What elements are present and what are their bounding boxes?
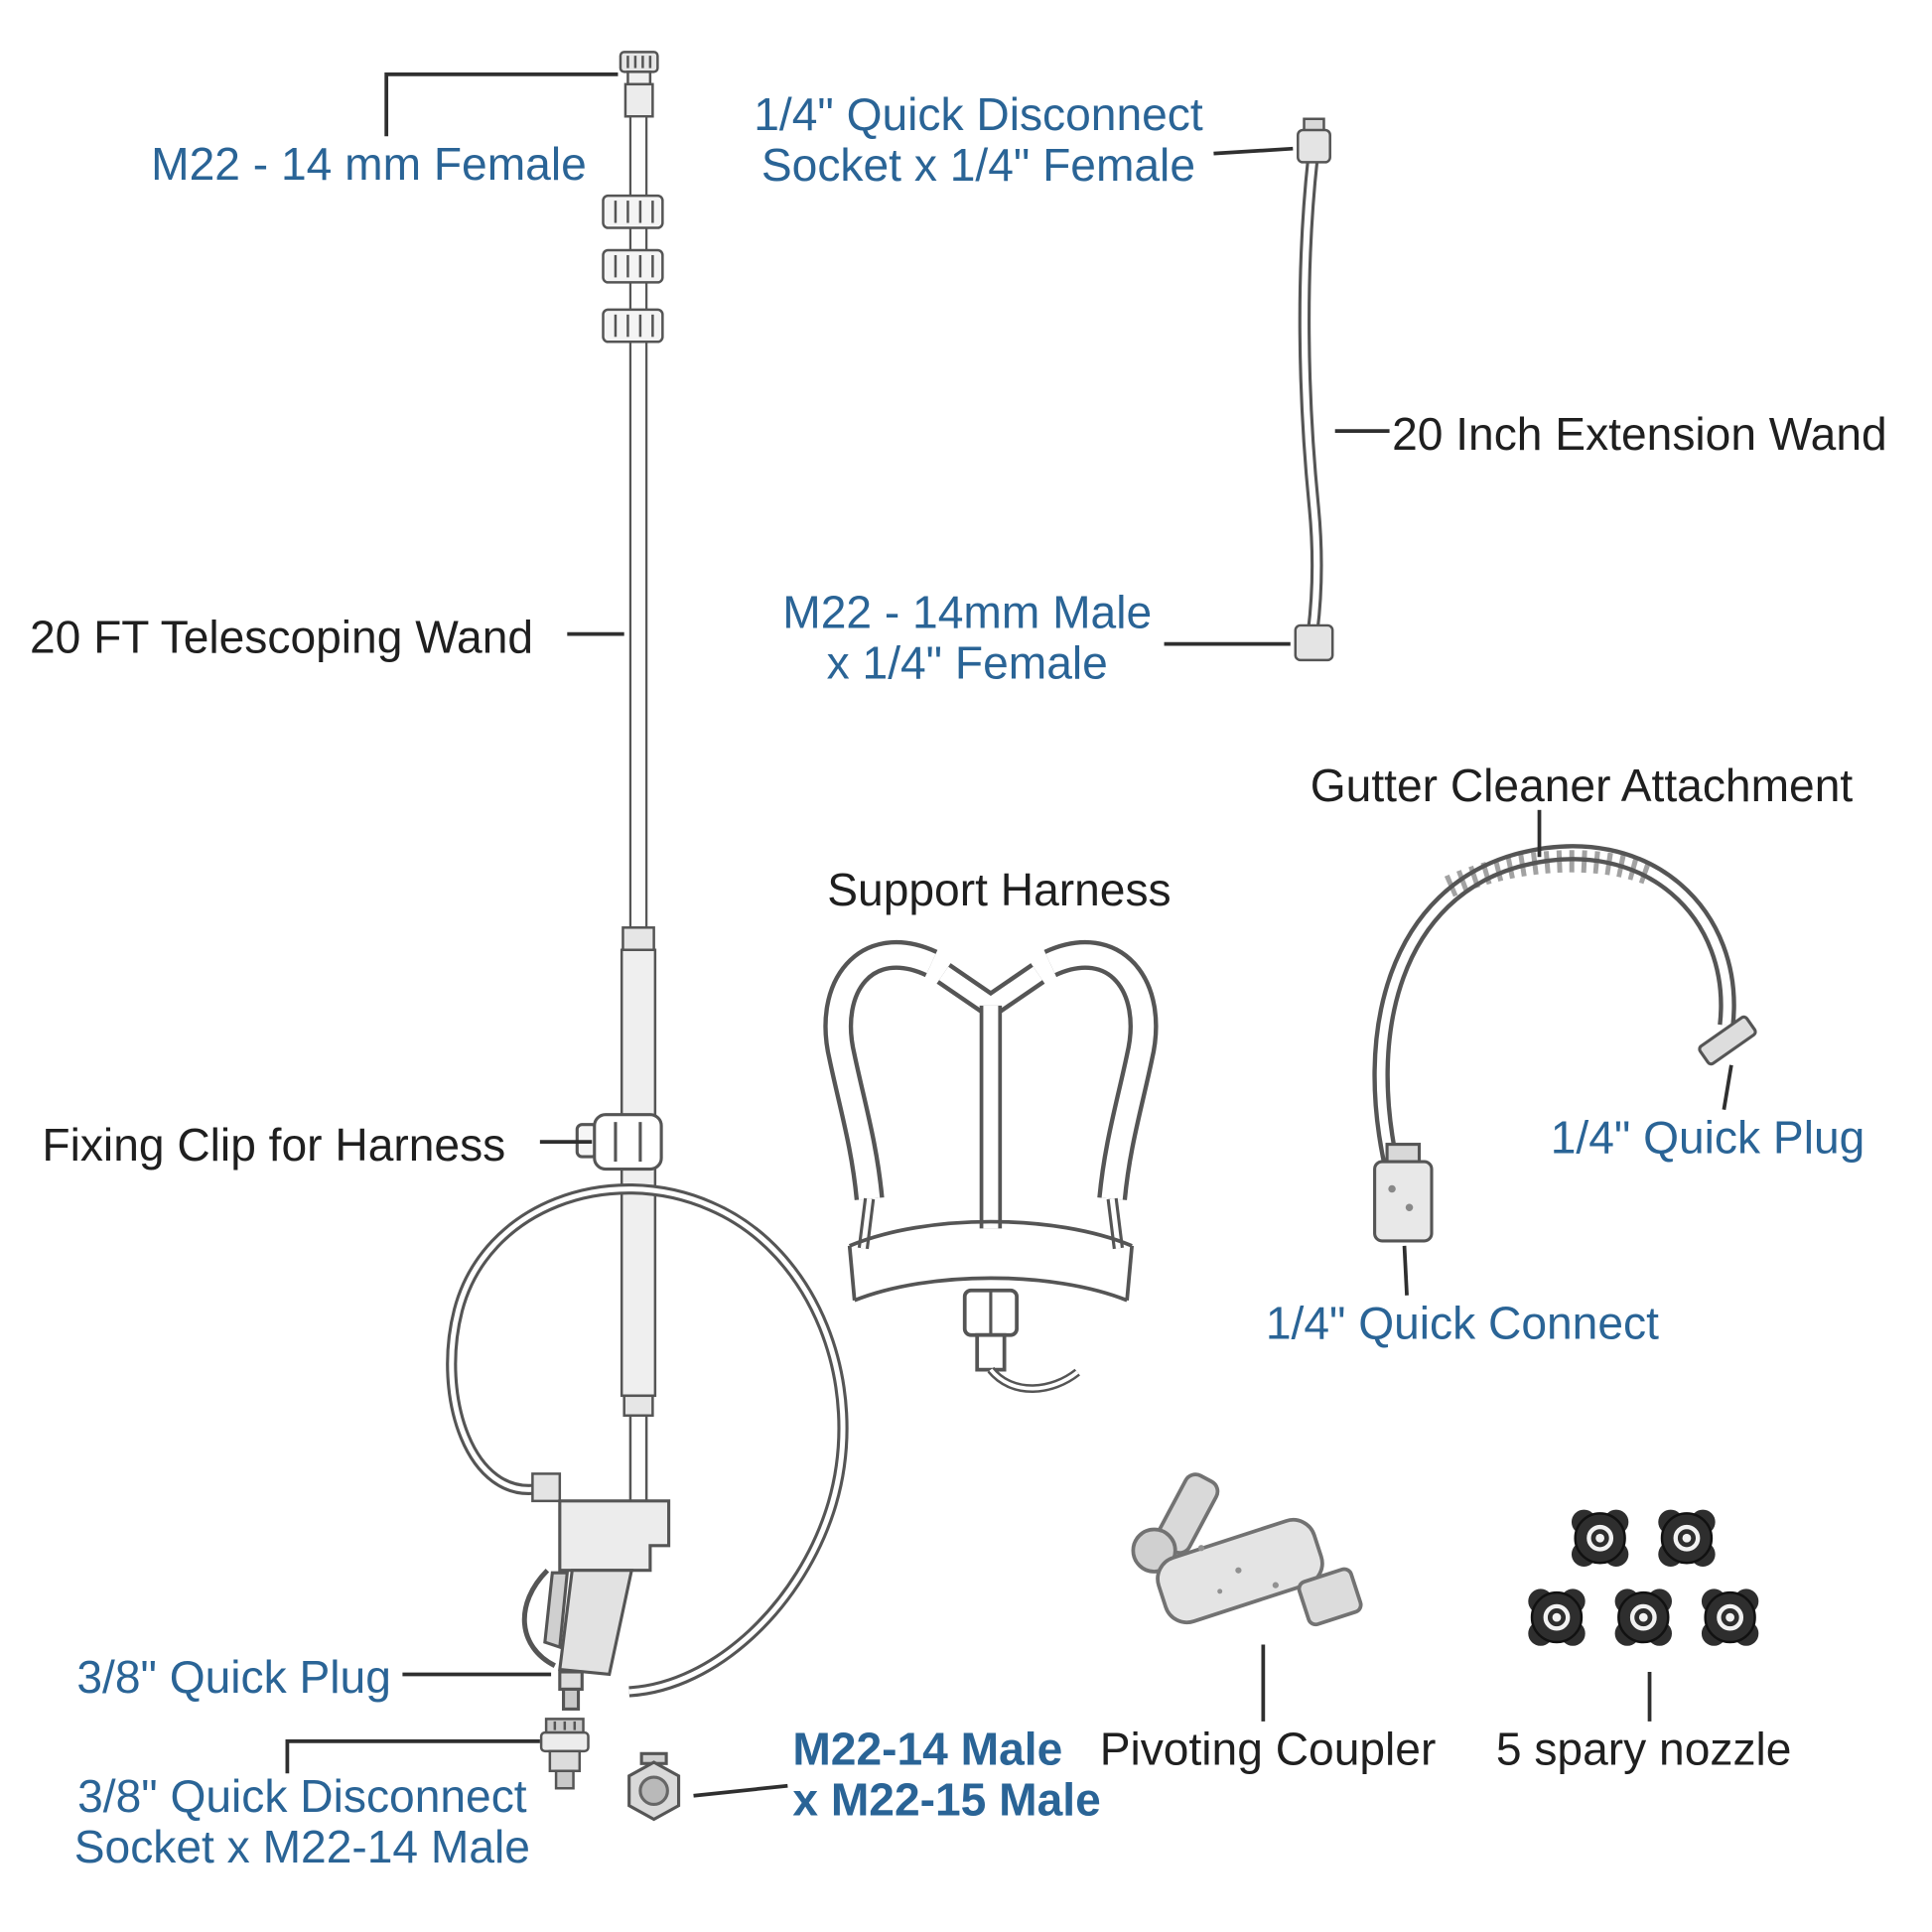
telescoping-wand-drawing bbox=[602, 51, 664, 1510]
label-telescoping-wand: 20 FT Telescoping Wand bbox=[29, 612, 534, 663]
pivoting-coupler-drawing bbox=[1131, 1472, 1363, 1627]
quarter-quick-connect-drawing bbox=[1373, 1143, 1434, 1243]
label-three-eighth-qd-socket: 3/8" Quick Disconnect Socket x M22-14 Ma… bbox=[65, 1771, 540, 1873]
support-harness-drawing bbox=[823, 939, 1159, 1393]
three-eighth-socket-drawing bbox=[539, 1718, 590, 1790]
label-quarter-quick-connect: 1/4" Quick Connect bbox=[1265, 1298, 1659, 1349]
label-pivoting-coupler: Pivoting Coupler bbox=[1099, 1724, 1437, 1775]
m22-adapter-drawing bbox=[627, 1751, 681, 1822]
label-three-eighth-quick-plug: 3/8" Quick Plug bbox=[76, 1652, 391, 1704]
label-m22-14mm-female: M22 - 14 mm Female bbox=[151, 138, 587, 190]
label-line: x M22-15 Male bbox=[792, 1775, 1101, 1827]
label-m22-14-x-m22-15: M22-14 Male x M22-15 Male bbox=[792, 1724, 1100, 1826]
wand-clip-icon bbox=[602, 308, 664, 344]
quarter-quick-plug-drawing bbox=[1698, 1015, 1757, 1066]
label-line: x 1/4" Female bbox=[826, 637, 1108, 690]
label-line: Socket x M22-14 Male bbox=[73, 1822, 530, 1873]
spray-nozzles-drawing bbox=[1528, 1510, 1758, 1646]
label-m22-male-quarter-female: M22 - 14mm Male x 1/4" Female bbox=[770, 587, 1165, 689]
label-line: 3/8" Quick Disconnect bbox=[77, 1770, 527, 1822]
label-extension-wand: 20 Inch Extension Wand bbox=[1392, 408, 1887, 460]
label-line: M22 - 14mm Male bbox=[782, 587, 1153, 638]
label-quarter-qd-socket: 1/4" Quick Disconnect Socket x 1/4" Fema… bbox=[741, 89, 1216, 192]
gutter-cleaner-drawing bbox=[1372, 844, 1757, 1243]
spray-gun-drawing bbox=[521, 1499, 671, 1711]
label-line: M22-14 Male bbox=[792, 1724, 1063, 1775]
hose-drawing bbox=[446, 1183, 849, 1698]
fixing-clip-drawing bbox=[575, 1113, 663, 1172]
extension-wand-drawing bbox=[1294, 117, 1334, 662]
label-quarter-quick-plug: 1/4" Quick Plug bbox=[1550, 1112, 1865, 1164]
leader-lines bbox=[285, 71, 1733, 1798]
label-spray-nozzles: 5 spary nozzle bbox=[1495, 1724, 1792, 1775]
wand-clip-icon bbox=[602, 248, 664, 284]
wand-clip-icon bbox=[602, 194, 664, 229]
label-line: Socket x 1/4" Female bbox=[760, 140, 1195, 192]
label-fixing-clip: Fixing Clip for Harness bbox=[42, 1119, 506, 1171]
label-line: 1/4" Quick Disconnect bbox=[754, 88, 1203, 140]
label-gutter-cleaner: Gutter Cleaner Attachment bbox=[1310, 759, 1854, 812]
label-support-harness: Support Harness bbox=[827, 864, 1172, 915]
